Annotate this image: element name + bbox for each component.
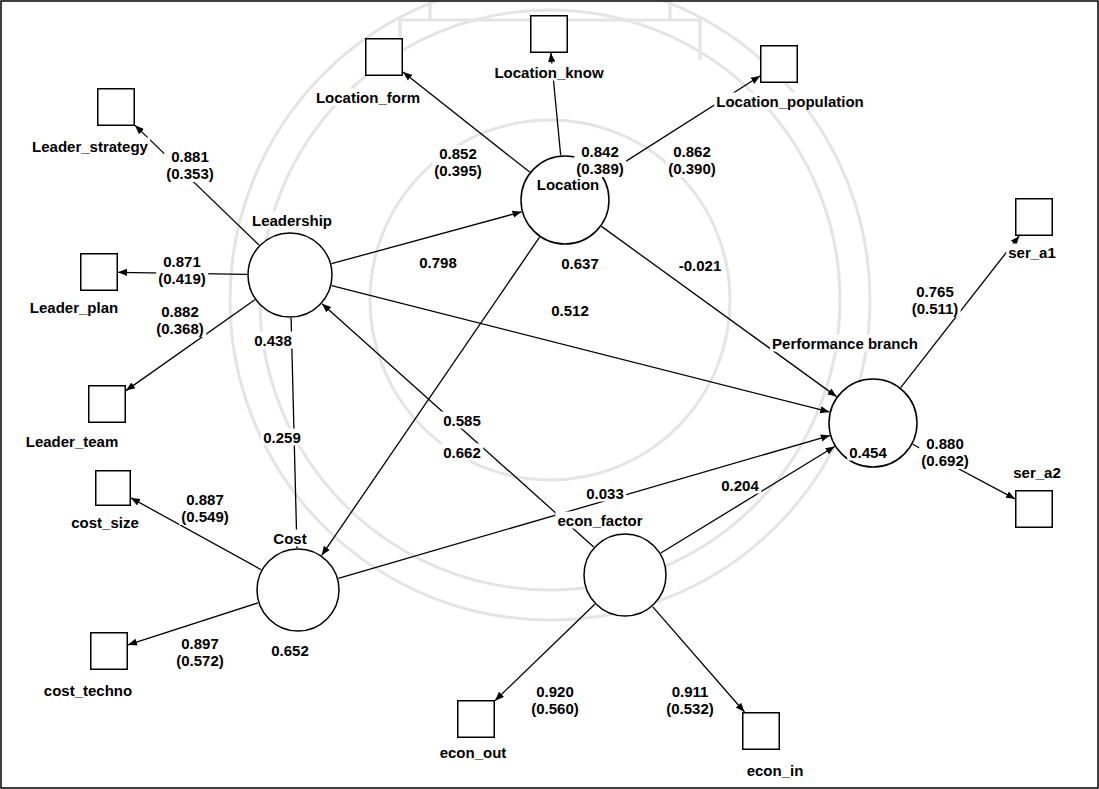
node-name: Cost (271, 530, 308, 547)
path-coefficient: 0.585 (441, 412, 483, 429)
node-outline (80, 253, 118, 291)
indicator-box: Location_form (365, 38, 403, 76)
path-arrow (338, 436, 829, 579)
path-coefficient: 0.871 (0.419) (156, 253, 208, 287)
node-name: Location_know (492, 64, 605, 81)
latent-circle: Cost0.652 (256, 548, 340, 632)
node-outline (742, 712, 780, 750)
node-outline (97, 88, 135, 126)
node-name: econ_out (438, 744, 509, 761)
indicator-box: ser_a2 (1015, 490, 1053, 528)
node-name: econ_in (745, 762, 806, 779)
node-outline (1015, 198, 1053, 236)
node-name: econ_factor (555, 512, 644, 529)
path-coefficient: -0.021 (677, 257, 724, 274)
path-arrow (126, 300, 255, 391)
latent-circle: econ_factor (583, 533, 667, 617)
path-coefficient: 0.765 (0.511) (910, 283, 961, 317)
node-name: Leader_strategy (30, 138, 150, 155)
path-coefficient: 0.862 (0.390) (666, 143, 718, 177)
path-coefficient: 0.798 (417, 254, 459, 271)
indicator-box: econ_out (457, 700, 495, 738)
path-coefficient: 0.897 (0.572) (174, 635, 226, 669)
node-outline (365, 38, 403, 76)
node-outline (1015, 490, 1053, 528)
r-squared-value: 0.652 (269, 642, 311, 659)
path-arrow (322, 237, 540, 555)
path-coefficient: 0.887 (0.549) (179, 491, 231, 525)
path-arrow (135, 125, 259, 245)
node-outline (95, 470, 131, 506)
path-arrow (661, 447, 835, 554)
node-outline (583, 533, 667, 617)
node-name: Leader_team (24, 433, 121, 450)
node-outline (88, 385, 126, 423)
path-coefficient: 0.842 (0.389) (574, 143, 626, 177)
path-coefficient: 0.911 (0.532) (664, 683, 716, 717)
node-outline (530, 15, 568, 53)
path-arrow (901, 236, 1019, 388)
path-coefficient: 0.882 (0.368) (154, 303, 206, 337)
node-outline (247, 232, 333, 318)
latent-circle: Leadership0.438 (247, 232, 333, 318)
path-coefficient: 0.033 (584, 485, 626, 502)
indicator-box: Leader_plan (80, 253, 118, 291)
latent-circle: Performance branch0.454 (828, 378, 918, 468)
node-name: Performance branch (770, 335, 920, 352)
path-coefficient: 0.662 (441, 444, 483, 461)
path-arrow (601, 226, 836, 396)
r-squared-value: 0.438 (252, 332, 294, 349)
path-coefficient: 0.852 (0.395) (432, 145, 484, 179)
node-outline (256, 548, 340, 632)
r-squared-value: 0.454 (847, 444, 889, 461)
node-name: cost_techno (42, 682, 134, 699)
node-name: Location_population (714, 93, 866, 110)
r-squared-value: 0.637 (559, 255, 601, 272)
indicator-box: cost_techno (90, 632, 128, 670)
node-name: Leader_plan (28, 299, 120, 316)
node-name: ser_a2 (1011, 464, 1063, 481)
path-arrow (322, 304, 594, 547)
indicator-box: cost_size (95, 470, 131, 506)
path-coefficient: 0.880 (0.692) (919, 435, 971, 469)
path-coefficient: 0.920 (0.560) (529, 683, 581, 717)
indicator-box: Location_population (760, 45, 798, 83)
node-name: Location_form (314, 89, 422, 106)
watermark-seal (230, 0, 870, 620)
node-name: cost_size (69, 514, 141, 531)
path-coefficient: 0.512 (549, 302, 591, 319)
indicator-box: Location_know (530, 15, 568, 53)
indicator-box: Leader_strategy (97, 88, 135, 126)
path-coefficient: 0.259 (261, 429, 303, 446)
indicator-box: Leader_team (88, 385, 126, 423)
path-coefficient: 0.204 (719, 477, 761, 494)
node-outline (90, 632, 128, 670)
indicator-box: ser_a1 (1015, 198, 1053, 236)
indicator-box: econ_in (742, 712, 780, 750)
path-arrow (332, 286, 830, 412)
node-outline (760, 45, 798, 83)
node-name: Location (535, 176, 602, 193)
node-outline (457, 700, 495, 738)
node-name: ser_a1 (1006, 244, 1058, 261)
node-name: Leadership (250, 212, 334, 229)
path-coefficient: 0.881 (0.353) (164, 148, 216, 182)
